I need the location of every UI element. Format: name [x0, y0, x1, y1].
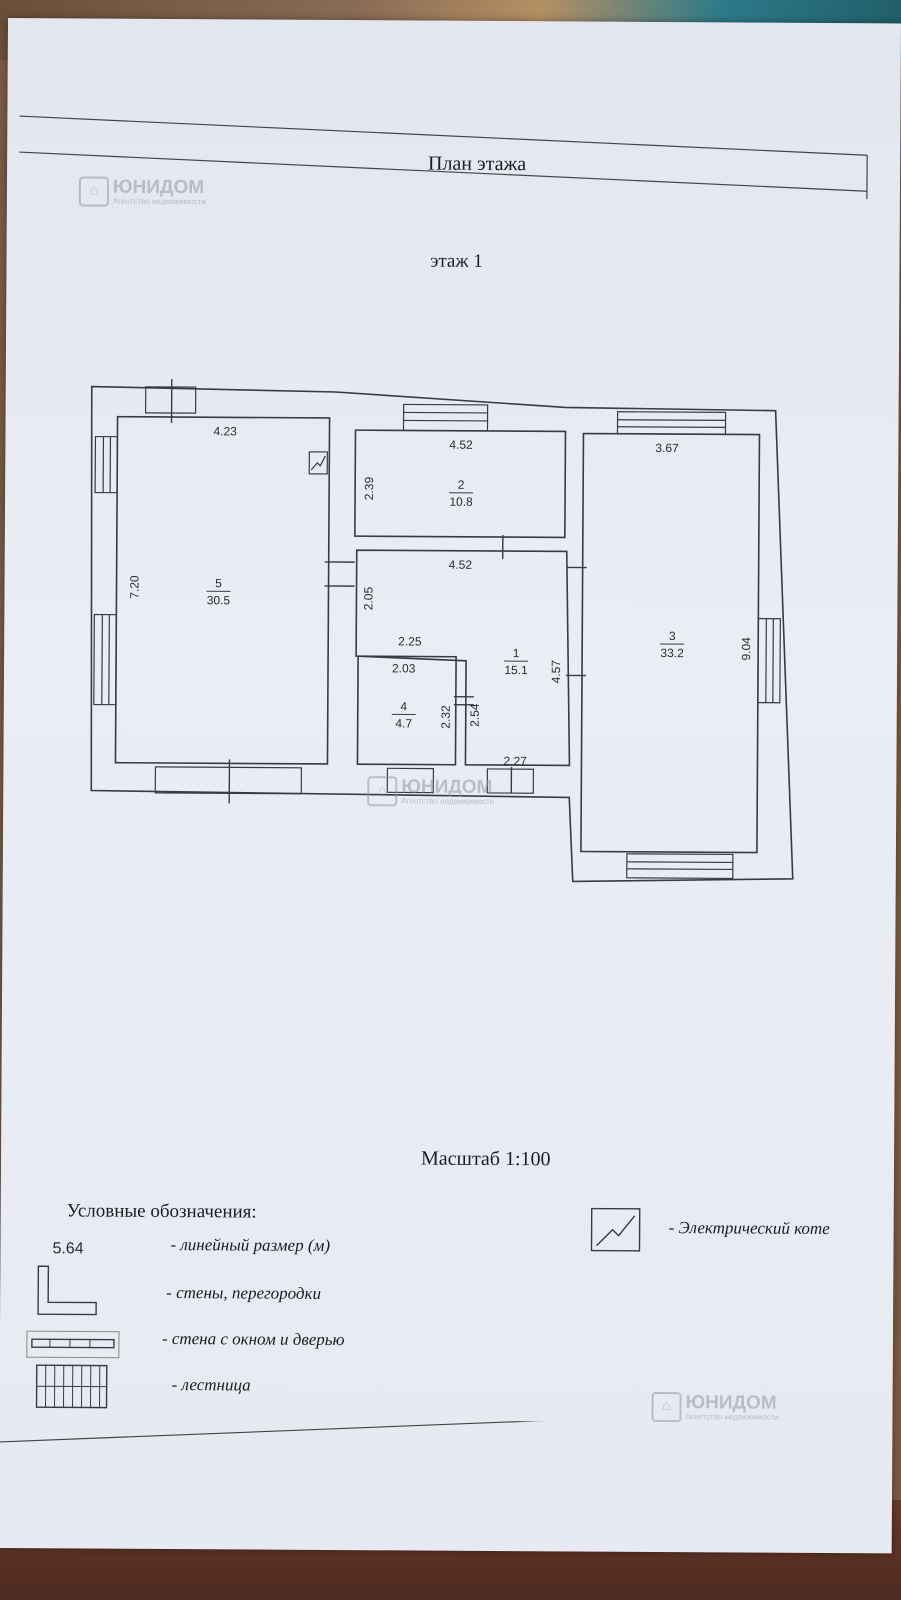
- window-west-bottom: [93, 613, 117, 706]
- room-4-wall: [356, 655, 457, 766]
- scale-label: Масштаб 1:100: [420, 1147, 551, 1171]
- legend-dimension-label: - линейный размер (м): [170, 1235, 331, 1255]
- window-south-room5: [154, 766, 303, 795]
- watermark-tagline: Агентство недвижимости: [401, 795, 495, 806]
- dim-room3-width: 3.67: [655, 441, 679, 455]
- window-north-room3: [616, 411, 727, 435]
- room-1-area: 15.1: [504, 663, 528, 677]
- room-2-number: 2: [458, 478, 465, 492]
- legend-stairs-icon: [35, 1364, 108, 1409]
- footer-frame: [0, 1417, 880, 1443]
- dim-room3-height: 9.04: [739, 637, 753, 661]
- legend-title: Условные обозначения:: [66, 1200, 257, 1223]
- watermark-name: ЮНИДОМ: [401, 775, 493, 798]
- window-north-room2: [402, 403, 489, 432]
- room-3-label: 3 33.2: [660, 629, 685, 660]
- house-logo-icon: ⌂: [651, 1391, 682, 1423]
- room-5-area: 30.5: [207, 593, 231, 607]
- dim-room1-top: 4.52: [449, 558, 473, 572]
- room-5-label: 5 30.5: [206, 576, 231, 607]
- legend-sample-dimension: 5.64: [52, 1240, 84, 1258]
- windows: [93, 386, 781, 880]
- house-logo-icon: ⌂: [367, 776, 398, 807]
- legend-window-door-label: - стена с окном и дверью: [161, 1328, 345, 1350]
- dim-room1-left: 2.05: [361, 586, 375, 610]
- legend-boiler-icon: [590, 1207, 641, 1252]
- dim-room2-width: 4.52: [449, 438, 473, 452]
- dim-room1-right: 4.57: [549, 660, 563, 684]
- room-4-label: 4 4.7: [391, 699, 416, 730]
- legend-stairs-label: - лестница: [171, 1375, 251, 1395]
- window-north-room5: [144, 386, 197, 414]
- dim-room1-inner: 2.54: [468, 703, 482, 727]
- room-4-number: 4: [400, 699, 407, 713]
- room-1-label: 1 15.1: [504, 646, 529, 677]
- dim-room4-width: 2.03: [392, 661, 416, 675]
- legend-boiler-label: - Электрический коте: [668, 1218, 830, 1239]
- window-west-top: [94, 435, 119, 494]
- header-frame: [19, 115, 868, 200]
- room-1-wall: [355, 549, 571, 767]
- legend-wall-icon: [37, 1265, 97, 1316]
- dim-room1-mid: 2.25: [398, 634, 422, 648]
- dim-room5-height: 7.20: [127, 575, 141, 599]
- door-marks: [170, 379, 587, 804]
- room-3-area: 33.2: [660, 646, 684, 660]
- dim-room4-height: 2.32: [439, 705, 453, 729]
- room-3-number: 3: [669, 629, 676, 643]
- outer-wall: [90, 385, 794, 883]
- boiler-icon: [308, 451, 328, 475]
- floor-plan: 4.23 7.20 4.52 2.39 3.67 9.04 4.52 2.05 …: [90, 379, 794, 883]
- dim-room1-bottom: 2.27: [503, 754, 527, 768]
- watermark-name: ЮНИДОМ: [685, 1391, 777, 1414]
- window-south-room4: [386, 767, 435, 794]
- window-south-room3: [626, 853, 734, 880]
- room-1-number: 1: [513, 646, 520, 660]
- legend-window-door-icon: [26, 1330, 120, 1359]
- legend-walls-label: - стены, перегородки: [166, 1282, 322, 1303]
- dim-room2-height: 2.39: [362, 476, 376, 500]
- room-5-wall: [114, 415, 331, 765]
- watermark-bottom: ⌂ ЮНИДОМ Агентство недвижимости: [651, 1392, 778, 1423]
- watermark-middle: ⌂ ЮНИДОМ Агентство недвижимости: [367, 776, 494, 807]
- room-2-label: 2 10.8: [449, 478, 474, 509]
- dim-room5-width: 4.23: [213, 424, 237, 438]
- watermark-tagline: Агентство недвижимости: [685, 1411, 779, 1422]
- room-5-number: 5: [215, 576, 222, 590]
- room-2-area: 10.8: [449, 495, 473, 509]
- room-4-area: 4.7: [395, 716, 412, 730]
- door-south-room1: [486, 768, 535, 794]
- window-east: [757, 617, 781, 704]
- document-sheet: План этажа этаж 1 ⌂ ЮНИДОМ Агентство нед…: [0, 18, 901, 1554]
